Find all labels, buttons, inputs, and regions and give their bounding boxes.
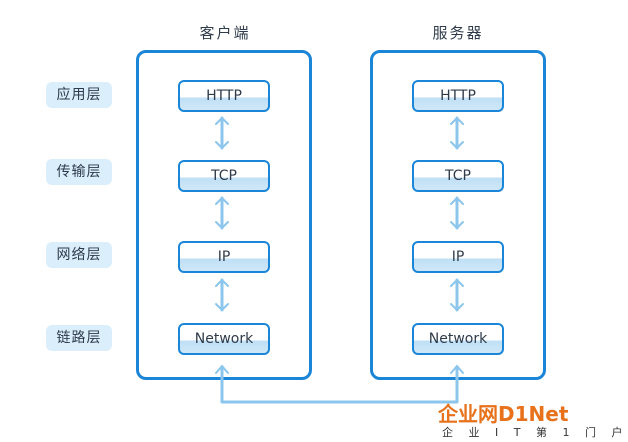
layer-label-link: 链路层 bbox=[46, 325, 112, 351]
watermark-brand: 企业网D1Net bbox=[438, 402, 569, 426]
layer-label-network: 网络层 bbox=[46, 242, 112, 268]
server-tcp-box: TCP bbox=[412, 160, 504, 192]
client-tcp-box: TCP bbox=[178, 160, 270, 192]
watermark-logo: 企业网D1Net 企 业 I T 第 1 门 户 bbox=[438, 398, 622, 442]
client-http-box: HTTP bbox=[178, 80, 270, 112]
client-title: 客户端 bbox=[199, 24, 251, 42]
server-ip-box: IP bbox=[412, 241, 504, 273]
layer-label-application: 应用层 bbox=[46, 82, 112, 108]
server-network-box: Network bbox=[412, 323, 504, 355]
server-title: 服务器 bbox=[432, 24, 484, 42]
server-http-box: HTTP bbox=[412, 80, 504, 112]
watermark-tagline: 企 业 I T 第 1 门 户 bbox=[442, 426, 628, 439]
layer-label-transport: 传输层 bbox=[46, 159, 112, 185]
client-ip-box: IP bbox=[178, 241, 270, 273]
server-stack: HTTP TCP IP Network bbox=[370, 50, 546, 380]
client-stack: HTTP TCP IP Network bbox=[136, 50, 312, 380]
client-network-box: Network bbox=[178, 323, 270, 355]
